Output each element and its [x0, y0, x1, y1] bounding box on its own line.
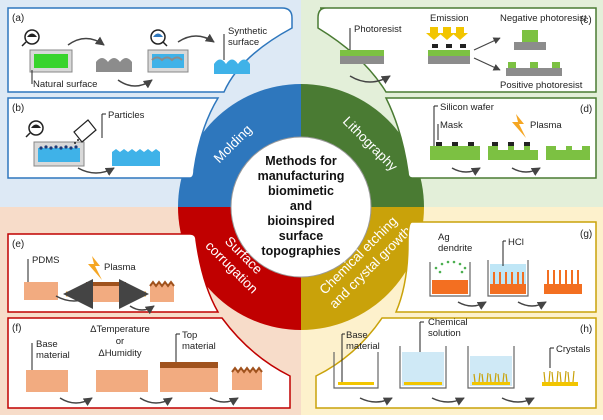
- panel-f-tag: (f): [12, 323, 21, 334]
- center-wheel: [178, 84, 424, 330]
- beetle-icon: [150, 29, 168, 47]
- natural-surface-label: Natural surface: [33, 79, 97, 90]
- plasma-label: Plasma: [104, 262, 136, 273]
- negative-photoresist-label: Negative photoresist: [500, 13, 587, 24]
- center-circle: [230, 136, 372, 278]
- panel-h-tag: (h): [580, 324, 592, 335]
- base-material-label-line-2: material: [36, 350, 70, 361]
- pdms-label: PDMS: [32, 255, 59, 266]
- panel-f: (f) Base material ΔTemperature or ΔHumid…: [7, 317, 291, 409]
- center-title-line: Methods for: [265, 154, 337, 168]
- crystals-label: Crystals: [556, 344, 591, 355]
- growing-crystals: [473, 372, 508, 383]
- panel-h: (h) Base material Chemical solution: [315, 317, 597, 409]
- center-title-line: manufacturing: [258, 169, 345, 183]
- particles: [39, 145, 78, 150]
- center-title-line: and: [290, 199, 312, 213]
- top-material-label-line-2: material: [182, 341, 216, 352]
- base-material-label-line-1: Base: [346, 330, 368, 341]
- crystals: [543, 370, 575, 383]
- particle-shaker-icon: [73, 119, 97, 144]
- panel-a-tag: (a): [12, 13, 24, 24]
- center-title-line: biomimetic: [268, 184, 334, 198]
- panel-a: (a) Natural surface Synthetic s: [7, 7, 293, 93]
- panel-d: (d) Silicon wafer Mask Plasma: [384, 97, 597, 179]
- top-material-label-line-1: Top: [182, 330, 197, 341]
- panel-e-tag: (e): [12, 239, 24, 250]
- silicon-wafer-label: Silicon wafer: [440, 102, 494, 113]
- hcl-label: HCl: [508, 237, 524, 248]
- panel-c: (c) Photoresist Emission Negative photor…: [317, 7, 597, 93]
- emission-label: Emission: [430, 13, 469, 24]
- chemical-solution-label-line-2: solution: [428, 328, 461, 339]
- panel-b: (b) Particles: [7, 97, 220, 179]
- plasma-icon: [88, 256, 102, 280]
- center-title-line: surface: [279, 229, 324, 243]
- etched-pillars: [493, 272, 524, 284]
- panel-g-tag: (g): [580, 229, 592, 240]
- photoresist-label: Photoresist: [354, 24, 402, 35]
- beetle-icon: [25, 120, 44, 138]
- beetle-icon: [21, 29, 40, 47]
- particles-label: Particles: [108, 110, 145, 121]
- plasma-label: Plasma: [530, 120, 562, 131]
- ag-dendrite-label-line-1: Ag: [438, 232, 450, 243]
- emission-arrows: [426, 27, 468, 40]
- result-pillars: [547, 270, 579, 284]
- mask-label: Mask: [440, 120, 463, 131]
- synthetic-surface-label-line-2: surface: [228, 37, 259, 48]
- panel-b-tag: (b): [12, 103, 24, 114]
- center-title-line: bioinspired: [267, 214, 334, 228]
- panel-c-tag: (c): [580, 15, 592, 26]
- panel-d-tag: (d): [580, 104, 592, 115]
- panel-g: (g) Ag dendrite HCl: [394, 221, 597, 313]
- or-label: or: [116, 336, 124, 347]
- delta-humidity-label: ΔHumidity: [98, 348, 142, 359]
- chemical-solution-label-line-1: Chemical: [428, 317, 468, 328]
- ag-dendrite-label-line-2: dendrite: [438, 243, 472, 254]
- base-material-label-line-1: Base: [36, 339, 58, 350]
- plasma-icon: [512, 114, 526, 138]
- base-material-label-line-2: material: [346, 341, 380, 352]
- panel-e: (e) PDMS Plasma: [7, 233, 220, 315]
- delta-temperature-label: ΔTemperature: [90, 324, 150, 335]
- ag-dendrite-dots: [434, 260, 467, 274]
- positive-photoresist-label: Positive photoresist: [500, 80, 583, 91]
- synthetic-surface-label-line-1: Synthetic: [228, 26, 267, 37]
- center-title: Methods for manufacturing biomimetic and…: [258, 154, 345, 258]
- center-title-line: topographies: [261, 244, 340, 258]
